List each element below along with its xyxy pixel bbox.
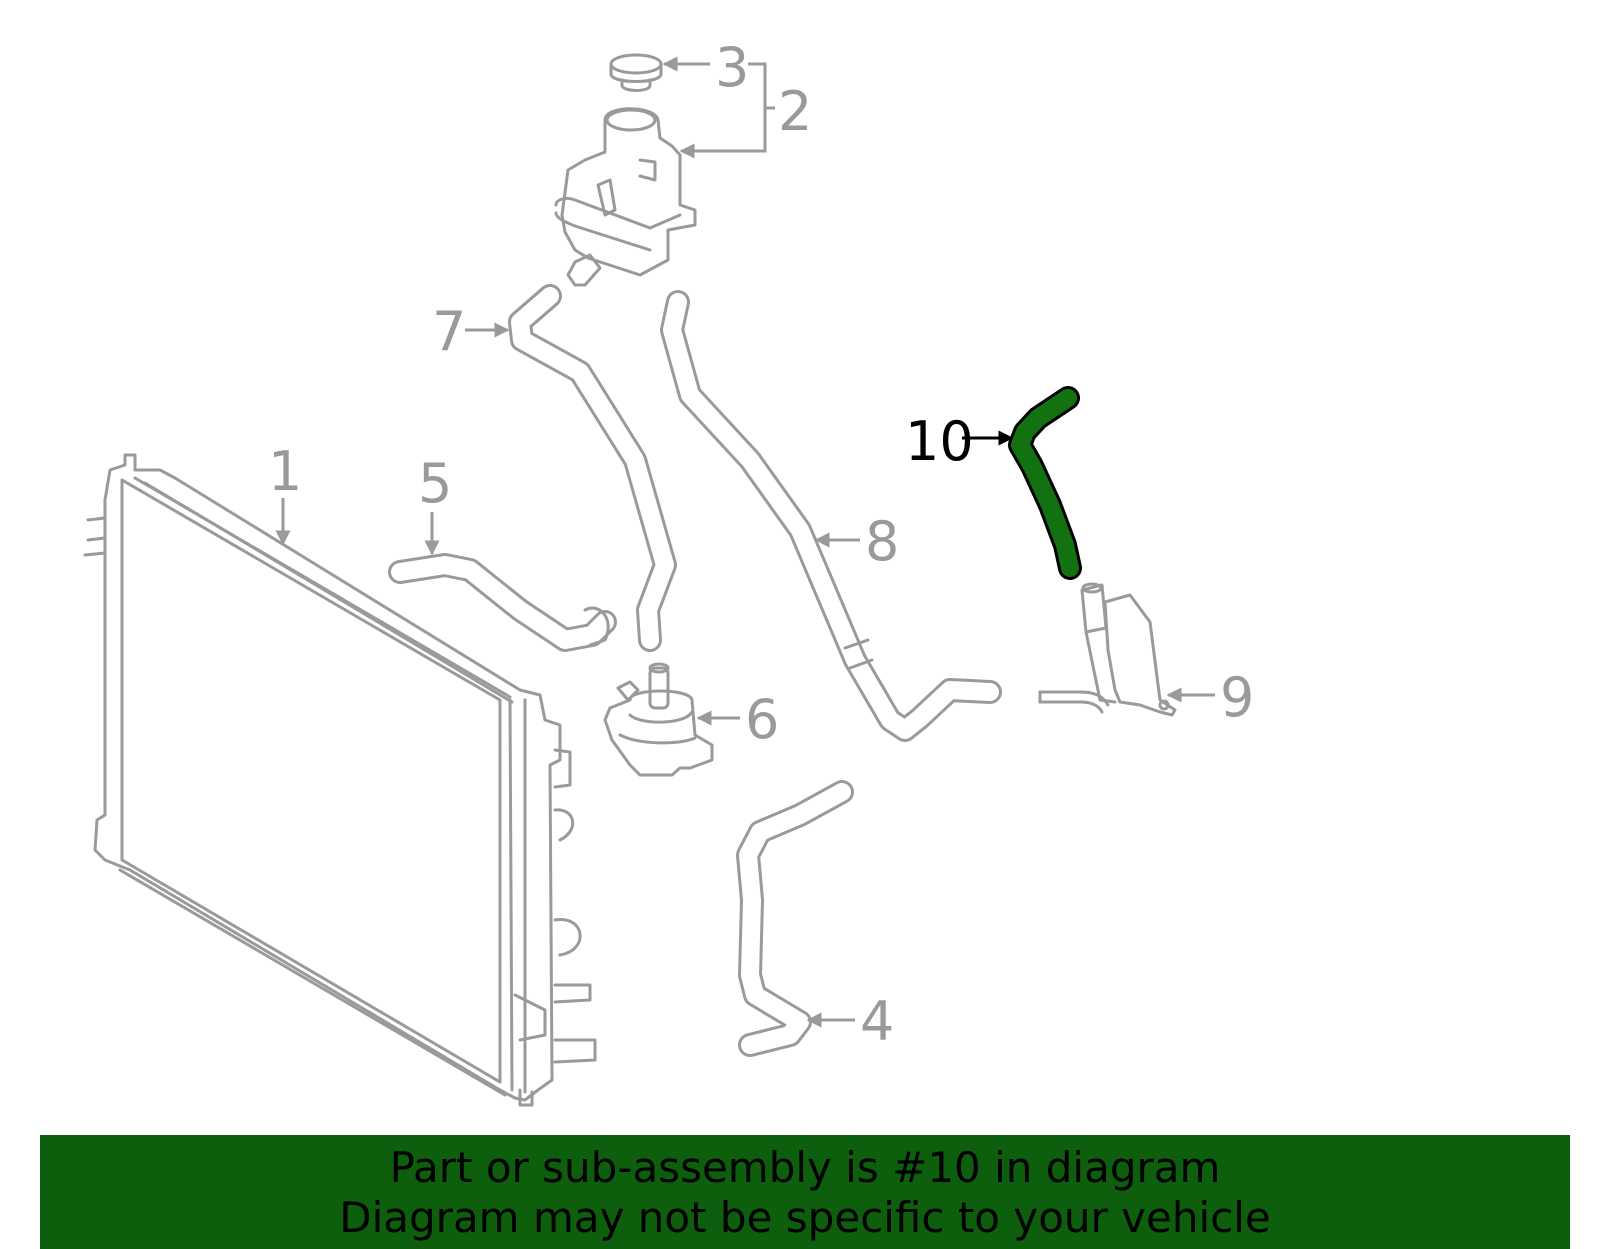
footer-banner: Part or sub-assembly is #10 in diagram D… bbox=[40, 1135, 1570, 1249]
radiator-part-1 bbox=[83, 453, 597, 1107]
water-pump-part-6 bbox=[603, 662, 714, 777]
hose-part-8 bbox=[660, 290, 1002, 742]
callout-label-10: 10 bbox=[905, 410, 974, 473]
pipe-bracket-part-9 bbox=[1038, 582, 1177, 717]
callout-label-8: 8 bbox=[865, 510, 899, 573]
callout-label-4: 4 bbox=[860, 990, 894, 1053]
callout-labels: 3 2 1 5 7 8 6 4 9 10 bbox=[268, 36, 1254, 1053]
callout-label-3: 3 bbox=[715, 36, 749, 99]
callout-label-1: 1 bbox=[268, 440, 302, 503]
callout-label-6: 6 bbox=[745, 688, 779, 751]
callout-label-9: 9 bbox=[1220, 666, 1254, 729]
hose-part-4 bbox=[736, 780, 854, 1057]
hose-part-5 bbox=[388, 553, 617, 652]
callout-label-2: 2 bbox=[778, 80, 812, 143]
footer-part-note: Part or sub-assembly is #10 in diagram bbox=[389, 1143, 1221, 1192]
reservoir-cap-part-3 bbox=[609, 53, 663, 92]
hose-part-7 bbox=[508, 284, 677, 652]
callout-label-5: 5 bbox=[418, 452, 452, 515]
footer-disclaimer: Diagram may not be specific to your vehi… bbox=[339, 1193, 1271, 1242]
cooling-system-diagram: 3 2 1 5 7 8 6 4 9 10 bbox=[83, 36, 1254, 1107]
hose-part-10-highlighted bbox=[1008, 386, 1082, 580]
coolant-reservoir-part-2 bbox=[554, 107, 697, 287]
callout-label-7: 7 bbox=[432, 300, 466, 363]
callout-leaders bbox=[275, 56, 1215, 1028]
